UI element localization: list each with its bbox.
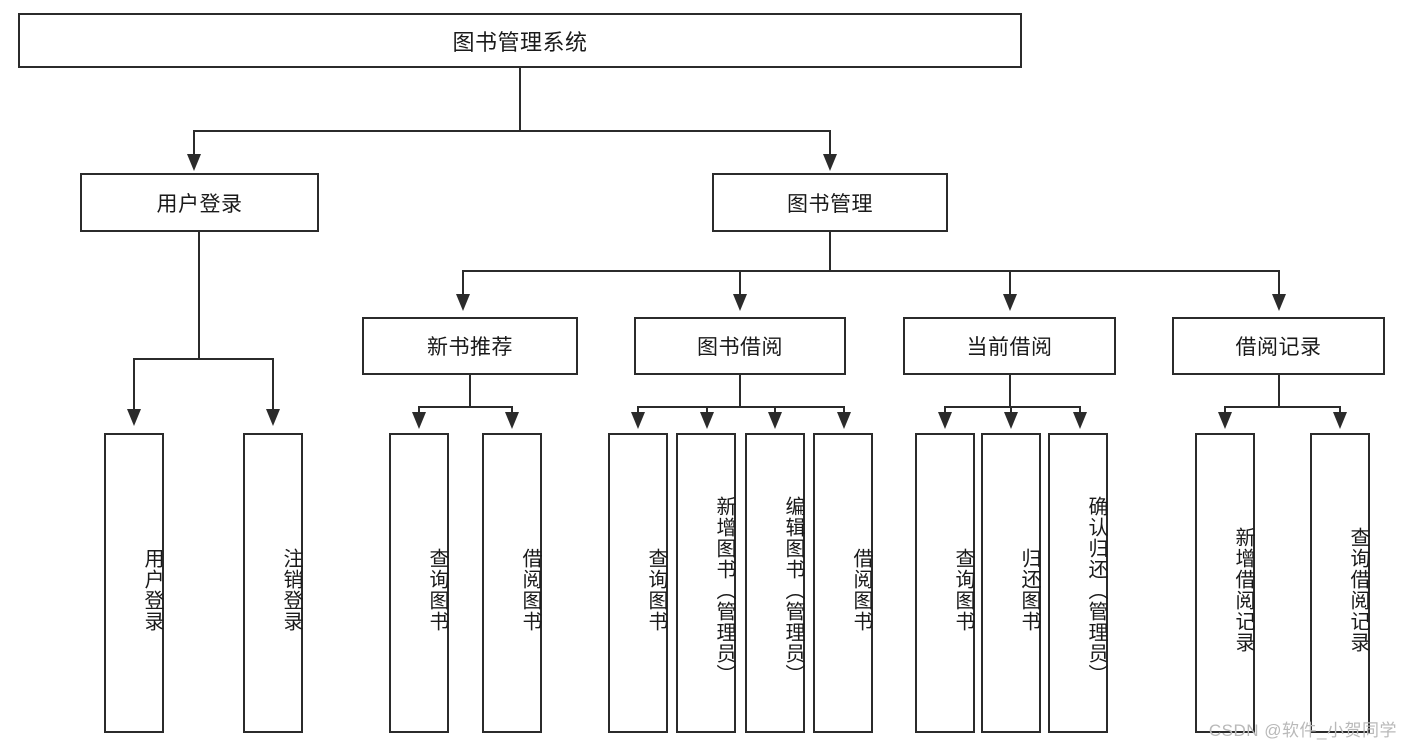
edge-root-drop-left: [193, 130, 195, 156]
edge-borrow-record-drop-2: [1339, 406, 1341, 414]
edge-current-borrow-stem: [1009, 375, 1011, 408]
leaf-add-book[interactable]: 新增图书（管理员）: [676, 433, 736, 733]
node-root[interactable]: 图书管理系统: [18, 13, 1022, 68]
leaf-add-record[interactable]: 新增借阅记录: [1195, 433, 1255, 733]
arrow-icon-to-book-manage: [823, 154, 837, 171]
node-new-book-rec[interactable]: 新书推荐: [362, 317, 578, 375]
edge-level2-drop-1: [462, 270, 464, 296]
edge-level2-drop-2: [739, 270, 741, 296]
node-book-manage[interactable]: 图书管理: [712, 173, 948, 232]
edge-new-book-rec-bus: [418, 406, 513, 408]
leaf-user-login[interactable]: 用户登录: [104, 433, 164, 733]
arrow-icon-leaf-query-book-3: [938, 412, 952, 429]
leaf-confirm-return[interactable]: 确认归还（管理员）: [1048, 433, 1108, 733]
leaf-borrow-book-2[interactable]: 借阅图书: [813, 433, 873, 733]
edge-new-book-rec-drop-2: [511, 406, 513, 414]
leaf-return-book[interactable]: 归还图书: [981, 433, 1041, 733]
edge-root-stem: [519, 68, 521, 130]
leaf-query-book-1[interactable]: 查询图书: [389, 433, 449, 733]
arrow-icon-leaf-return-book: [1004, 412, 1018, 429]
node-borrow-record[interactable]: 借阅记录: [1172, 317, 1385, 375]
edge-user-login-drop-2: [272, 358, 274, 411]
arrow-icon-to-book-borrow: [733, 294, 747, 311]
edge-borrow-record-bus: [1224, 406, 1341, 408]
edge-book-borrow-drop-3: [774, 406, 776, 414]
arrow-icon-leaf-query-book-2: [631, 412, 645, 429]
edge-level2-bus: [462, 270, 1280, 272]
arrow-icon-leaf-query-book-1: [412, 412, 426, 429]
edge-book-borrow-bus: [637, 406, 845, 408]
node-user-login[interactable]: 用户登录: [80, 173, 319, 232]
edge-new-book-rec-drop-1: [418, 406, 420, 414]
edge-new-book-rec-stem: [469, 375, 471, 408]
edge-borrow-record-stem: [1278, 375, 1280, 408]
edge-book-borrow-drop-1: [637, 406, 639, 414]
edge-borrow-record-drop-1: [1224, 406, 1226, 414]
arrow-icon-to-user-login: [187, 154, 201, 171]
node-book-borrow[interactable]: 图书借阅: [634, 317, 846, 375]
node-current-borrow[interactable]: 当前借阅: [903, 317, 1116, 375]
arrow-icon-leaf-user-login: [127, 409, 141, 426]
leaf-logout[interactable]: 注销登录: [243, 433, 303, 733]
edge-current-borrow-bus: [944, 406, 1081, 408]
edge-root-drop-right: [829, 130, 831, 156]
arrow-icon-to-borrow-record: [1272, 294, 1286, 311]
arrow-icon-leaf-add-book: [700, 412, 714, 429]
edge-current-borrow-drop-2: [1010, 406, 1012, 414]
arrow-icon-leaf-add-record: [1218, 412, 1232, 429]
edge-user-login-stem: [198, 232, 200, 360]
edge-user-login-bus: [133, 358, 274, 360]
watermark: CSDN @软件_小贺同学: [1208, 721, 1397, 740]
leaf-query-book-2[interactable]: 查询图书: [608, 433, 668, 733]
arrow-icon-leaf-edit-book: [768, 412, 782, 429]
edge-book-borrow-drop-2: [706, 406, 708, 414]
edge-book-borrow-drop-4: [843, 406, 845, 414]
edge-root-bus: [193, 130, 831, 132]
edge-book-borrow-stem: [739, 375, 741, 408]
edge-current-borrow-drop-3: [1079, 406, 1081, 414]
arrow-icon-to-new-book-rec: [456, 294, 470, 311]
arrow-icon-leaf-query-record: [1333, 412, 1347, 429]
arrow-icon-to-current-borrow: [1003, 294, 1017, 311]
edge-level2-drop-4: [1278, 270, 1280, 296]
edge-level2-drop-3: [1009, 270, 1011, 296]
arrow-icon-leaf-logout: [266, 409, 280, 426]
leaf-query-book-3[interactable]: 查询图书: [915, 433, 975, 733]
leaf-borrow-book-1[interactable]: 借阅图书: [482, 433, 542, 733]
leaf-query-record[interactable]: 查询借阅记录: [1310, 433, 1370, 733]
leaf-edit-book[interactable]: 编辑图书（管理员）: [745, 433, 805, 733]
arrow-icon-leaf-borrow-book-1: [505, 412, 519, 429]
edge-current-borrow-drop-1: [944, 406, 946, 414]
arrow-icon-leaf-confirm-return: [1073, 412, 1087, 429]
edge-book-manage-stem: [829, 232, 831, 272]
arrow-icon-leaf-borrow-book-2: [837, 412, 851, 429]
edge-user-login-drop-1: [133, 358, 135, 411]
